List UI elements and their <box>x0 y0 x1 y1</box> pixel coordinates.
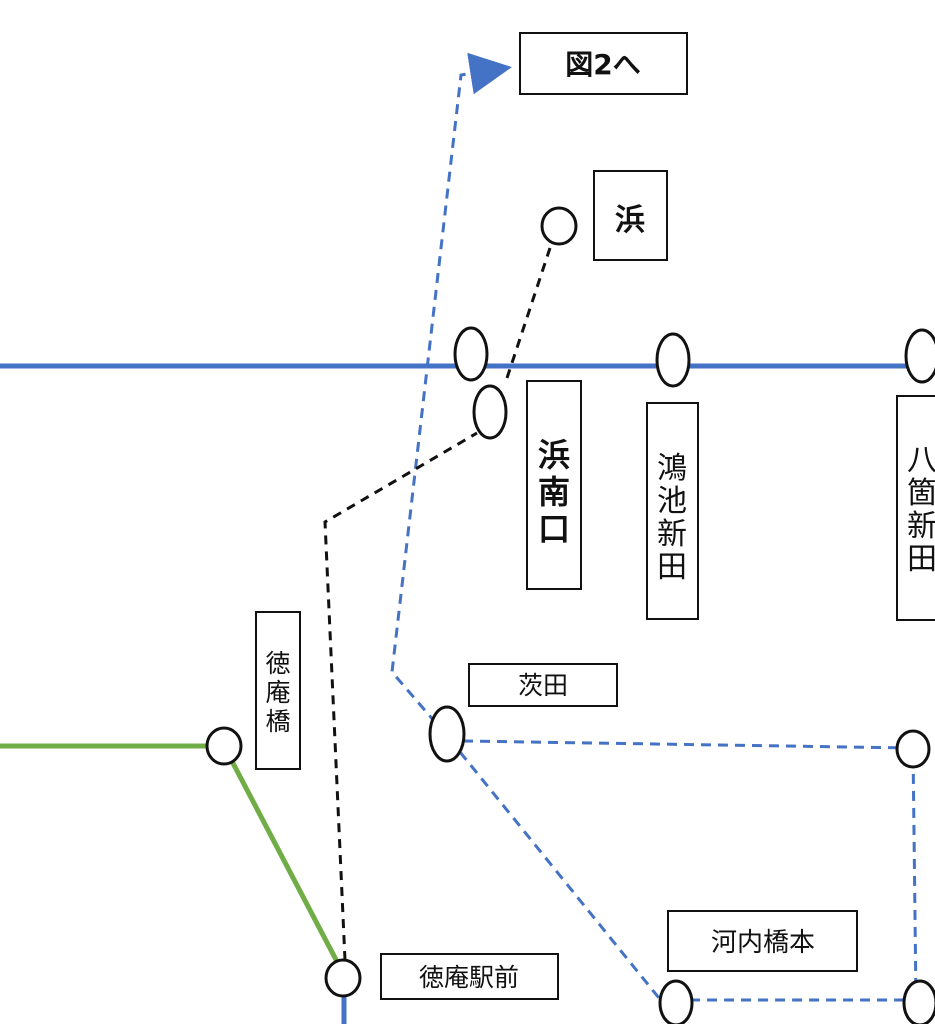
station-main-line-west-marker[interactable] <box>453 326 489 382</box>
label-ibarata-text: 茨田 <box>518 671 568 700</box>
label-yakatashinden-char-4: 田 <box>907 542 935 577</box>
label-hamaminamiguchi-char-2: 南 <box>538 473 570 511</box>
planned-route-south-dashed <box>458 751 665 1004</box>
label-kawachikyobashi-moto: 河内橋本 <box>667 910 858 972</box>
station-kawachikyobashi-moto-marker[interactable] <box>658 979 694 1024</box>
station-konoikeshinden-marker[interactable] <box>655 332 691 388</box>
label-konoikeshinden: 鴻 池 新 田 <box>646 402 699 620</box>
label-yakatashinden: 八 箇 新 田 <box>896 395 935 621</box>
label-tokuanbashi-char-1: 徳 <box>265 649 290 678</box>
label-tokuanbashi: 徳 庵 橋 <box>255 611 301 770</box>
station-tokuanbashi-marker[interactable] <box>205 726 243 766</box>
label-konoikeshinden-char-2: 池 <box>657 484 687 519</box>
label-to-figure2-text: 図2へ <box>565 48 640 81</box>
station-east-marker[interactable] <box>895 729 931 769</box>
black-dashed-line <box>323 431 478 961</box>
label-tokuan-ekimae: 徳庵駅前 <box>380 953 559 1000</box>
label-hamaminamiguchi-char-3: 口 <box>538 510 570 548</box>
black-dashed-line-north <box>505 247 552 379</box>
label-tokuan-ekimae-text: 徳庵駅前 <box>419 963 519 992</box>
station-yakatashinden-marker[interactable] <box>904 328 935 384</box>
label-kawachikyobashi-moto-text: 河内橋本 <box>711 928 815 958</box>
label-yakatashinden-char-2: 箇 <box>907 476 935 511</box>
label-yakatashinden-char-1: 八 <box>907 443 935 478</box>
station-ibarata-marker[interactable] <box>428 705 466 763</box>
label-to-figure2[interactable]: 図2へ <box>519 32 688 95</box>
station-hamaminamiguchi-marker[interactable] <box>472 384 508 440</box>
label-yakatashinden-char-3: 新 <box>907 509 935 544</box>
label-tokuanbashi-char-3: 橋 <box>265 707 290 736</box>
planned-route-east-dashed <box>462 739 918 1002</box>
label-tokuanbashi-char-2: 庵 <box>265 678 290 707</box>
label-konoikeshinden-char-3: 新 <box>657 517 687 552</box>
station-southeast-marker[interactable] <box>902 979 935 1024</box>
label-hamaminamiguchi-char-1: 浜 <box>538 436 570 474</box>
station-hama-marker[interactable] <box>540 206 578 246</box>
planned-route-dashed <box>390 52 512 737</box>
green-line <box>0 743 347 977</box>
label-konoikeshinden-char-4: 田 <box>657 550 687 585</box>
label-ibarata: 茨田 <box>468 663 618 707</box>
label-hama-text: 浜 <box>615 203 645 238</box>
station-tokuan-ekimae-marker[interactable] <box>324 958 362 998</box>
label-hamaminamiguchi: 浜 南 口 <box>526 380 582 590</box>
label-hama: 浜 <box>593 170 668 261</box>
label-konoikeshinden-char-1: 鴻 <box>657 451 687 486</box>
